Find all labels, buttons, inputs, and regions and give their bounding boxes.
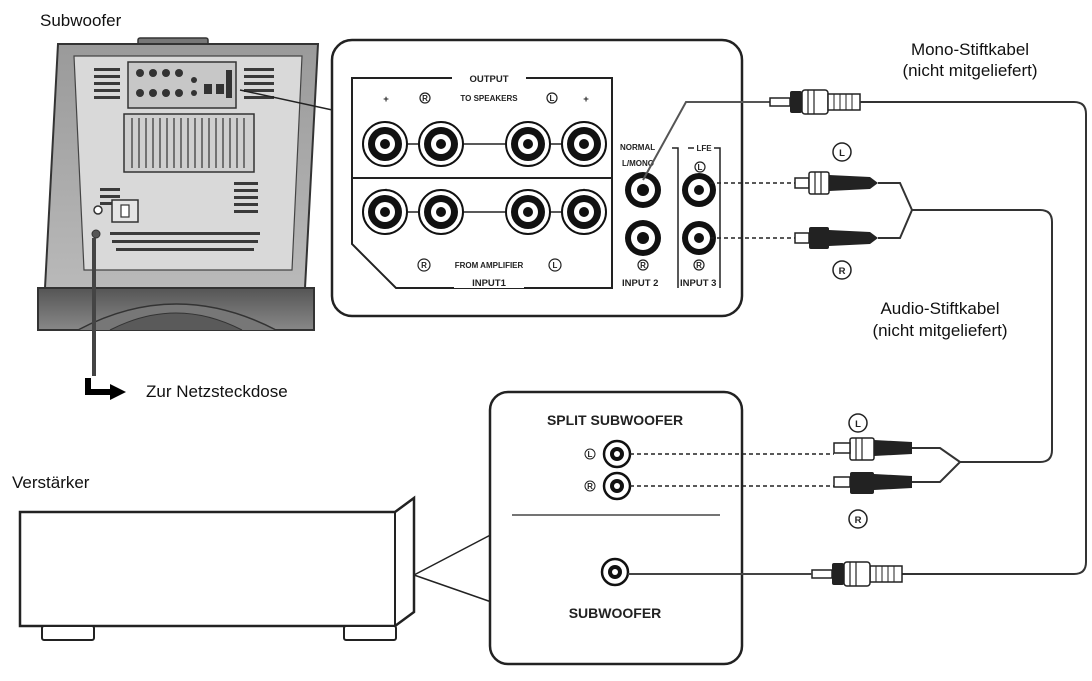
input2-jack-l-mono[interactable] (625, 172, 661, 208)
power-cord: Zur Netzsteckdose (85, 238, 288, 401)
subwoofer-out-label: SUBWOOFER (569, 605, 662, 621)
output-plus-left: + (383, 94, 389, 105)
output-terminals (362, 121, 607, 167)
split-r-marker: R (587, 482, 593, 491)
output-terminal[interactable] (505, 121, 551, 167)
audio-cable: L R L R Audio-Stiftkabel (nicht mitgelie… (630, 142, 1053, 529)
lfe-label: LFE (696, 144, 712, 153)
input3-label: INPUT 3 (680, 278, 716, 289)
input3-l-marker: L (698, 163, 703, 172)
audio-bottom-r-marker: R (855, 515, 862, 526)
input3-r-marker: R (696, 261, 702, 270)
mono-cable-label-1: Mono-Stiftkabel (911, 40, 1029, 59)
subwoofer-vents (94, 68, 274, 251)
audio-cable-label-1: Audio-Stiftkabel (880, 299, 999, 318)
amplifier-unit: Verstärker (12, 473, 501, 641)
subwoofer-grille (123, 113, 255, 173)
input3-jack-l[interactable] (682, 173, 716, 207)
amplifier-label: Verstärker (12, 473, 90, 492)
subwoofer-rear-panel-detail: OUTPUT TO SPEAKERS + + R L + – – + (330, 38, 744, 318)
audio-top-r-marker: R (839, 266, 846, 277)
input3-jacks (682, 173, 716, 255)
split-subwoofer-heading: SPLIT SUBWOOFER (547, 412, 683, 428)
output-terminal[interactable] (362, 121, 408, 167)
subwoofer-power-switch (91, 199, 139, 239)
input1-terminals (362, 189, 607, 235)
audio-plug-bottom-r (833, 472, 912, 494)
output-heading: OUTPUT (469, 74, 508, 85)
audio-plug-top-l (794, 171, 878, 195)
output-terminal[interactable] (418, 121, 464, 167)
subwoofer-out-jack[interactable] (600, 557, 630, 587)
input1-heading: INPUT1 (472, 278, 507, 289)
audio-bottom-l-marker: L (855, 419, 861, 430)
input1-l-marker: L (553, 261, 558, 270)
mono-plug-bottom (811, 561, 903, 587)
to-speakers-label: TO SPEAKERS (460, 94, 518, 103)
audio-plug-bottom-l (833, 437, 912, 461)
audio-bottom-r-marker-ring (848, 509, 868, 529)
input1-terminal[interactable] (561, 189, 607, 235)
audio-plug-top-r (794, 227, 878, 249)
input1-terminal[interactable] (505, 189, 551, 235)
output-r-marker: R (422, 94, 428, 103)
mono-cable-label-2: (nicht mitgeliefert) (902, 61, 1037, 80)
input1-terminal[interactable] (418, 189, 464, 235)
audio-top-r-marker-ring (832, 260, 852, 280)
input1-r-marker: R (421, 261, 427, 270)
mono-cable: Mono-Stiftkabel (nicht mitgeliefert) (628, 40, 1087, 587)
split-subwoofer-jack-l[interactable] (602, 439, 632, 469)
subwoofer-label: Subwoofer (40, 11, 122, 30)
audio-top-l-marker: L (839, 148, 845, 159)
audio-top-l-marker-ring (832, 142, 852, 162)
input1-terminal[interactable] (362, 189, 408, 235)
input3-jack-r[interactable] (682, 221, 716, 255)
input2-r-marker: R (640, 261, 646, 270)
power-outlet-label: Zur Netzsteckdose (146, 382, 288, 401)
split-l-marker: L (588, 450, 593, 459)
normal-label: NORMAL (620, 143, 655, 152)
split-subwoofer-jack-r[interactable] (602, 471, 632, 501)
from-amplifier-label: FROM AMPLIFIER (455, 261, 524, 270)
output-plus-right: + (583, 94, 589, 105)
subwoofer-unit: Subwoofer (37, 11, 361, 331)
subwoofer-terminal-block (127, 61, 237, 109)
amplifier-rear-panel-detail: SPLIT SUBWOOFER L R SUBWOOFER (488, 390, 744, 666)
mono-plug-top (769, 89, 861, 115)
output-l-marker: L (550, 94, 555, 103)
audio-cable-label-2: (nicht mitgeliefert) (872, 321, 1007, 340)
input2-label: INPUT 2 (622, 278, 658, 289)
l-mono-label: L/MONO (622, 159, 654, 168)
audio-bottom-l-marker-ring (848, 413, 868, 433)
input2-jack-r[interactable] (625, 220, 661, 256)
input2-jacks (625, 172, 661, 256)
output-terminal[interactable] (561, 121, 607, 167)
